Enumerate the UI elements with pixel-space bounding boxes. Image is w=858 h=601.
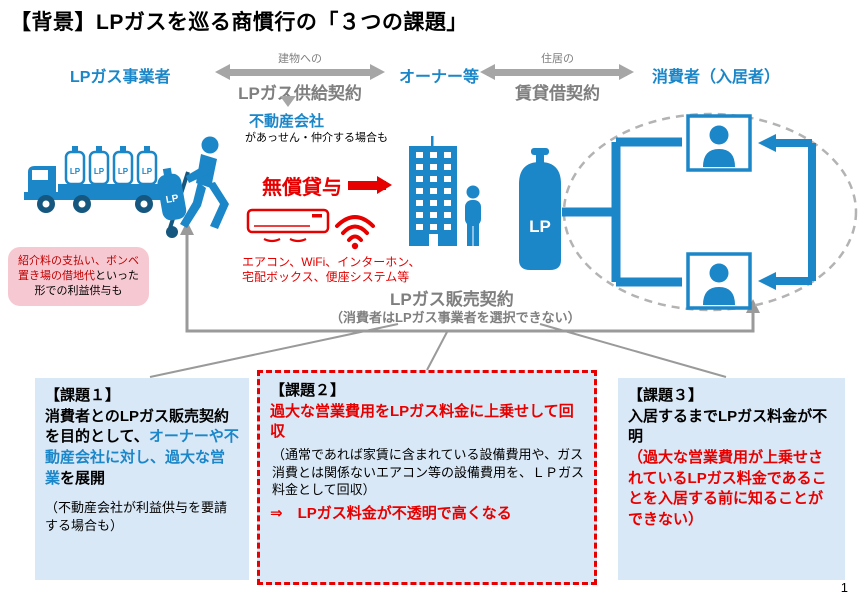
issue1-text-black1: 消費者とのLPガス販売契約を目的として、 [45, 407, 230, 446]
lease-contract-label: 賃貸借契約 [515, 84, 600, 103]
page-number: 1 [840, 580, 848, 595]
supply-contract-sublabel: 建物への [278, 53, 322, 65]
lp-text: LP [165, 193, 180, 206]
arrow-into-room-top-icon [758, 134, 776, 152]
issue2-lead: 過大な営業費用をLPガス料金に上乗せして回収 [270, 402, 574, 441]
issue1-text: 消費者とのLPガス販売契約を目的として、オーナーや不動産会社に対し、過大な営業を… [45, 407, 239, 490]
realtor-note: があっせん・仲介する場合も [245, 132, 388, 144]
kickback-text-red: 紹介料の支払い、ボンベ置き場の借地代 [18, 255, 139, 282]
label-lp-operator: LPガス事業者 [70, 69, 171, 86]
issue2-box: 【課題２】 過大な営業費用をLPガス料金に上乗せして回収 （通常であれば家賃に含… [257, 370, 597, 585]
aircon-icon [246, 208, 330, 243]
issue3-red-text: （過大な営業費用が上乗せされているLPガス料金であることを入居する前に知ることが… [628, 449, 827, 529]
callout-ellipse-icon [562, 112, 858, 312]
issue3-text: 入居するまでLPガス料金が不明 [628, 407, 828, 446]
supply-loop-icon [774, 139, 816, 285]
issue1-heading: 【課題１】 [45, 387, 121, 404]
occupant-icon-top [709, 125, 729, 145]
line-to-issue1 [149, 323, 399, 378]
truck-icon: LP LP LP LP [24, 146, 164, 213]
line-to-issue2 [426, 331, 448, 371]
issue3-heading: 【課題３】 [628, 387, 704, 404]
issue1-note: （不動産会社が利益供与を要請する場合も） [45, 500, 228, 534]
gas-pipes-icon [562, 137, 682, 287]
lp-text: LP [118, 167, 129, 176]
label-consumer: 消費者（入居者） [652, 69, 781, 86]
tenant-icon [465, 185, 481, 246]
free-lease-arrow-icon [348, 176, 392, 194]
supply-contract-arrow-icon [215, 64, 385, 80]
issue1-text-black2: を展開 [60, 469, 106, 487]
sales-contract-note: （消費者はLPガス事業者を選択できない） [330, 310, 581, 325]
realtor-label: 不動産会社 [249, 113, 325, 130]
line-to-issue3 [539, 323, 727, 378]
wifi-icon [335, 215, 375, 250]
delivery-worker-icon: LP [157, 136, 229, 238]
supply-contract-label: LPガス供給契約 [238, 84, 362, 103]
issue3-box: 【課題３】 入居するまでLPガス料金が不明 （過大な営業費用が上乗せされているL… [618, 378, 845, 580]
building-windows [416, 152, 451, 246]
issue1-text-blue: オーナーや不動産会社に対し、過大な営業 [45, 428, 239, 487]
consumer-units-callout [562, 112, 858, 312]
occupant-icon-bottom [709, 263, 729, 283]
sales-contract-label: LPガス販売契約 [390, 290, 514, 309]
lease-contract-sublabel: 住居の [541, 53, 574, 65]
kickback-bubble: 紹介料の支払い、ボンベ置き場の借地代といった形での利益供与も [8, 247, 149, 306]
issue2-detail: （通常であれば家賃に含まれている設備費用や、ガス消費とは関係ないエアコン等の設備… [272, 447, 585, 498]
equipment-note-line2: 宅配ボックス、便座システム等 [242, 270, 410, 284]
issue2-conclusion: ⇒ LPガス料金が不透明で高くなる [270, 504, 512, 522]
label-owner: オーナー等 [399, 69, 480, 86]
lp-text: LP [529, 217, 551, 236]
building-icon [409, 136, 457, 246]
page-title: 【背景】LPガスを巡る商慣行の「３つの課題」 [10, 11, 468, 34]
lp-text: LP [94, 167, 105, 176]
issue1-box: 【課題１】 消費者とのLPガス販売契約を目的として、オーナーや不動産会社に対し、… [35, 378, 249, 580]
lp-cylinder-icon: LP [519, 148, 561, 270]
free-lease-label: 無償貸与 [262, 177, 342, 199]
truck-lp-cylinders: LP LP LP LP [64, 146, 158, 186]
issue2-heading: 【課題２】 [270, 382, 346, 399]
arrow-into-room-bottom-icon [758, 272, 776, 290]
kickback-text-black: といった形での利益供与も [34, 269, 140, 297]
realtor-down-arrow-icon [280, 96, 296, 107]
equipment-note-line1: エアコン、WiFi、インターホン、 [242, 255, 421, 269]
lease-contract-arrow-icon [480, 64, 634, 80]
lp-text: LP [142, 167, 153, 176]
lp-text: LP [70, 167, 81, 176]
